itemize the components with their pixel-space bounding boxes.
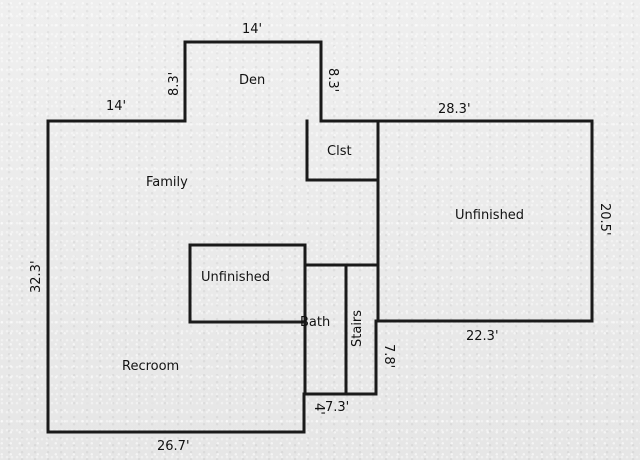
room-label-recroom: Recroom — [122, 359, 179, 374]
dimension-stairs-side: 7.8' — [381, 344, 396, 368]
room-label-unfinished-center: Unfinished — [201, 270, 270, 285]
dimension-den-right: 8.3' — [325, 68, 340, 92]
dimension-main-top-right: 28.3' — [438, 102, 471, 117]
room-label-bath: Bath — [300, 315, 330, 330]
outer-wall — [46, 40, 594, 434]
dimension-small-height: 4' — [311, 403, 326, 415]
dimension-main-left: 32.3' — [29, 260, 44, 293]
room-label-closet: Clst — [327, 144, 352, 159]
room-label-family: Family — [146, 175, 188, 190]
walls — [46, 40, 594, 434]
dimension-right-side: 20.5' — [597, 203, 612, 236]
dimension-unfinished-bottom: 22.3' — [466, 329, 499, 344]
center-unfinished-wall — [188, 243, 307, 324]
room-label-unfinished-right: Unfinished — [455, 208, 524, 223]
room-label-den: Den — [239, 73, 265, 88]
dimension-den-left: 8.3' — [167, 72, 182, 96]
room-label-stairs: Stairs — [350, 310, 365, 347]
dimension-main-top-left: 14' — [106, 99, 126, 114]
dimension-small-width: 7.3' — [325, 400, 349, 415]
dimension-main-bottom: 26.7' — [157, 439, 190, 454]
dimension-den-top: 14' — [242, 22, 262, 37]
